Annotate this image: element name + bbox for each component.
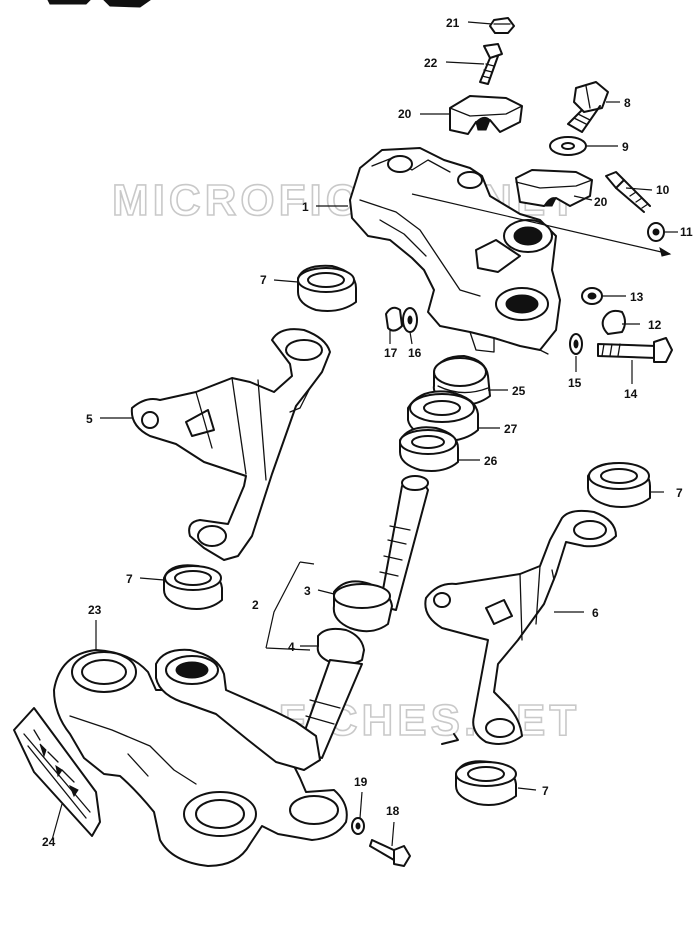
nut-part-17 [385, 306, 403, 332]
bolt-part-10 [605, 171, 651, 213]
bolt-part-14 [597, 337, 673, 363]
label-24: 24 [42, 835, 56, 849]
label-14: 14 [624, 387, 638, 401]
seal-part-7-left [163, 564, 223, 610]
label-7-left: 7 [126, 572, 133, 586]
label-26: 26 [484, 454, 498, 468]
seal-part-7-top-left [297, 264, 357, 312]
cap-nut-part-21 [489, 17, 515, 34]
plate-part-24 [13, 707, 101, 837]
label-19: 19 [354, 775, 368, 789]
label-27: 27 [504, 422, 518, 436]
scan-artifact [47, 0, 151, 8]
label-25: 25 [512, 384, 526, 398]
label-9: 9 [622, 140, 629, 154]
washer-part-19 [351, 817, 365, 835]
label-13: 13 [630, 290, 644, 304]
bolt-part-8 [567, 81, 609, 133]
label-15: 15 [568, 376, 582, 390]
label-7-right-bottom: 7 [542, 784, 549, 798]
seal-part-7-right-top [587, 462, 651, 508]
label-17: 17 [384, 346, 398, 360]
label-21: 21 [446, 16, 460, 30]
lower-bracket-clamp [155, 648, 321, 771]
arrow-mark [441, 733, 459, 745]
label-12: 12 [648, 318, 662, 332]
label-3: 3 [304, 584, 311, 598]
seal-part-7-right-bottom [455, 760, 517, 806]
label-23: 23 [88, 603, 102, 617]
lower-bracket-part-23 [53, 649, 348, 867]
axis-line [411, 193, 671, 255]
upper-bracket-part-1 [349, 147, 561, 355]
bolt-part-18 [369, 839, 411, 867]
part-labels: 21 22 20 8 9 10 20 11 1 7 13 12 17 16 15… [42, 16, 693, 849]
label-7-right-top: 7 [676, 486, 683, 500]
washer-part-11 [647, 222, 665, 242]
label-6: 6 [592, 606, 599, 620]
label-20-upper: 20 [398, 107, 412, 121]
handlebar-holder-part-20-upper [449, 95, 523, 135]
bolt-part-22 [479, 43, 503, 85]
label-1: 1 [302, 200, 309, 214]
label-18: 18 [386, 804, 400, 818]
label-20-lower: 20 [594, 195, 608, 209]
label-8: 8 [624, 96, 631, 110]
arrow-head-icon [659, 246, 672, 257]
bracket-part-6 [424, 509, 617, 745]
label-10: 10 [656, 183, 670, 197]
label-5: 5 [86, 412, 93, 426]
label-22: 22 [424, 56, 438, 70]
label-7-top-left: 7 [260, 273, 267, 287]
handlebar-holder-part-20-lower [515, 169, 593, 207]
washer-part-16 [402, 307, 418, 333]
bracket-part-5 [130, 328, 331, 561]
label-2: 2 [252, 598, 259, 612]
label-11: 11 [680, 225, 693, 239]
bearing-race-part-26 [399, 426, 459, 472]
cap-nut-part-12 [601, 309, 626, 335]
leader-lines [51, 21, 678, 847]
leader-2-3-4 [265, 561, 315, 651]
label-16: 16 [408, 346, 422, 360]
washer-part-15 [569, 333, 583, 355]
nut-part-13 [581, 287, 603, 305]
label-4: 4 [288, 640, 295, 654]
washer-part-9 [549, 136, 587, 156]
